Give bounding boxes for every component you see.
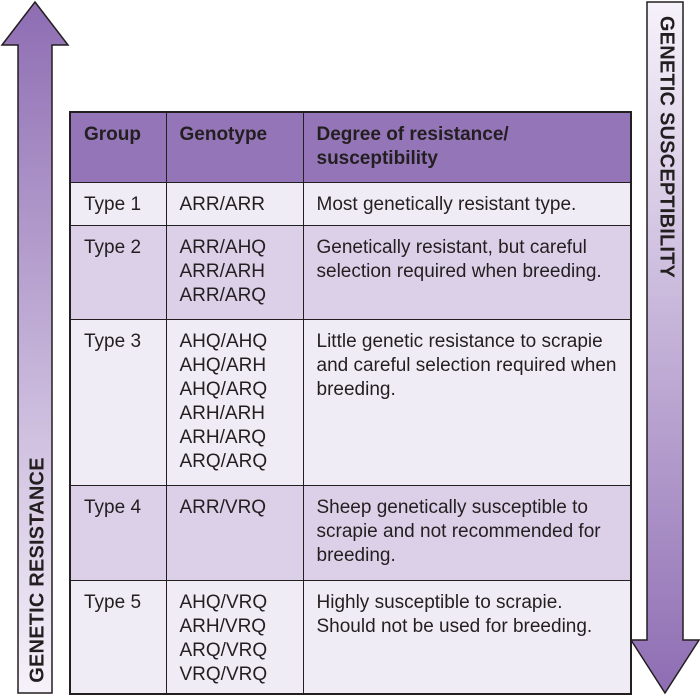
- genotype-value: ARR/ARR: [179, 193, 266, 215]
- genotype-value: AHQ/VRQ: [179, 591, 268, 613]
- genotype-value: ARR/VRQ: [179, 496, 267, 518]
- degree-cell: Little genetic resistance to scrapie and…: [302, 318, 630, 486]
- genotype-value: AHQ/ARQ: [179, 378, 268, 400]
- degree-cell: Most genetically resistant type.: [302, 181, 630, 226]
- group-cell: Type 1: [71, 181, 167, 226]
- table-row: Type 4 ARR/VRQ Sheep genetically suscept…: [71, 484, 630, 581]
- group-cell: Type 5: [71, 579, 167, 693]
- genotype-cell: AHQ/AHQ AHQ/ARH AHQ/ARQ ARH/ARH ARH/ARQ …: [165, 318, 304, 486]
- genotype-value: ARQ/ARQ: [179, 450, 268, 472]
- susceptibility-arrow: [629, 1, 700, 695]
- table-header-row: Group Genotype Degree of resistance/ sus…: [71, 113, 630, 183]
- table-row: Type 1 ARR/ARR Most genetically resistan…: [71, 181, 630, 226]
- header-group: Group: [71, 113, 167, 183]
- genotype-value: ARR/ARQ: [179, 284, 267, 306]
- genotype-value: AHQ/ARH: [179, 354, 267, 376]
- genotype-value: VRQ/VRQ: [179, 663, 268, 685]
- degree-cell: Genetically resistant, but careful selec…: [302, 224, 630, 320]
- degree-cell: Sheep genetically susceptible to scrapie…: [302, 484, 630, 581]
- genotype-cell: ARR/VRQ: [165, 484, 304, 581]
- genotype-cell: ARR/ARR: [165, 181, 304, 226]
- genotype-value: ARQ/VRQ: [179, 639, 268, 661]
- genotype-value: ARR/AHQ: [179, 236, 267, 258]
- header-degree: Degree of resistance/ susceptibility: [302, 113, 630, 183]
- group-cell: Type 4: [71, 484, 167, 581]
- table-row: Type 5 AHQ/VRQ ARH/VRQ ARQ/VRQ VRQ/VRQ H…: [71, 579, 630, 693]
- genotype-cell: AHQ/VRQ ARH/VRQ ARQ/VRQ VRQ/VRQ: [165, 579, 304, 693]
- genotype-cell: ARR/AHQ ARR/ARH ARR/ARQ: [165, 224, 304, 320]
- genetic-susceptibility-label: GENETIC SUSCEPTIBILITY: [655, 15, 678, 279]
- group-cell: Type 3: [71, 318, 167, 486]
- genotype-value: ARH/ARH: [179, 402, 266, 424]
- genotype-value: ARR/ARH: [179, 260, 266, 282]
- genotype-value: ARH/VRQ: [179, 615, 267, 637]
- degree-cell: Highly susceptible to scrapie. Should no…: [302, 579, 630, 693]
- table-row: Type 3 AHQ/AHQ AHQ/ARH AHQ/ARQ ARH/ARH A…: [71, 318, 630, 486]
- header-genotype: Genotype: [165, 113, 304, 183]
- genotype-table: Group Genotype Degree of resistance/ sus…: [69, 111, 632, 695]
- table-row: Type 2 ARR/AHQ ARR/ARH ARR/ARQ Genetical…: [71, 224, 630, 320]
- resistance-arrow: [0, 0, 70, 694]
- genotype-value: AHQ/AHQ: [179, 330, 268, 352]
- genotype-value: ARH/ARQ: [179, 426, 267, 448]
- genetic-resistance-label: GENETIC RESISTANCE: [26, 457, 49, 683]
- group-cell: Type 2: [71, 224, 167, 320]
